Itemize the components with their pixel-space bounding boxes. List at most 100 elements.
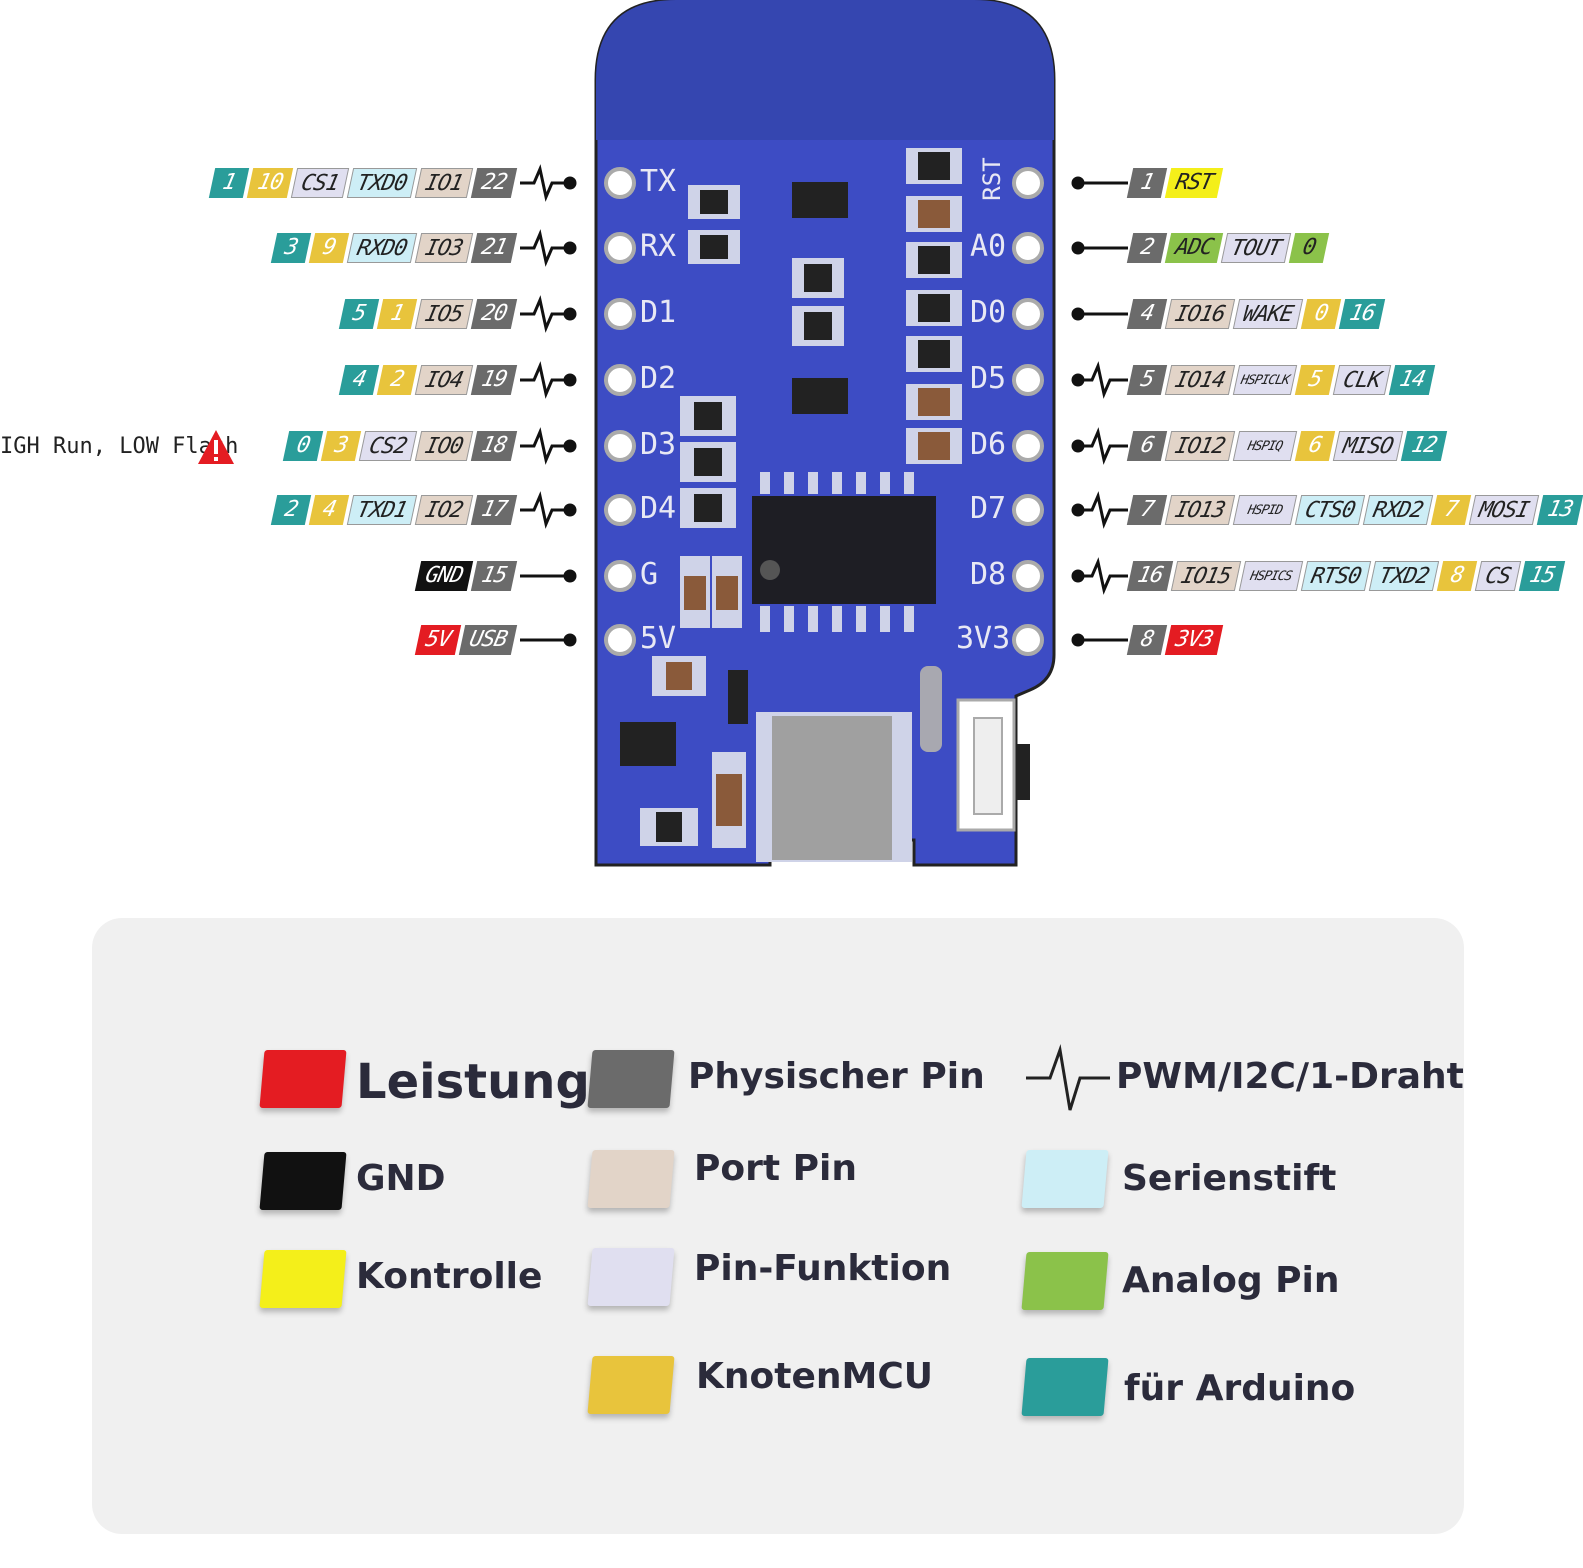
legend-panel bbox=[92, 918, 1464, 1534]
legend-swatch-pin-funktion bbox=[587, 1248, 675, 1306]
legend-swatch-kontrolle bbox=[259, 1250, 347, 1308]
pin-tag-right-4-5: 12 bbox=[1400, 431, 1448, 461]
pcb-label-rx: RX bbox=[640, 229, 677, 264]
pin-tag-right-5-7: 13 bbox=[1536, 495, 1583, 525]
legend-label-fuer-arduino: für Arduino bbox=[1124, 1368, 1356, 1409]
pin-tag-right-6-7: 15 bbox=[1518, 561, 1566, 591]
pin-tag-right-3-5: 14 bbox=[1388, 365, 1436, 395]
pin-tag-left-0-2: CS1 bbox=[290, 168, 350, 198]
pin-tag-left-5-2: TXD1 bbox=[346, 495, 418, 525]
pin-tag-right-0-1: RST bbox=[1164, 168, 1224, 198]
legend-label-gnd: GND bbox=[356, 1158, 446, 1199]
pcb-label-d5: D5 bbox=[970, 361, 1007, 396]
pcb-label-tx: TX bbox=[640, 164, 677, 199]
pin-tag-left-7-1: USB bbox=[458, 625, 518, 655]
pin-tag-left-0-1: 10 bbox=[246, 168, 294, 198]
legend-label-pin-funktion: Pin-Funktion bbox=[694, 1248, 952, 1289]
pin-tag-left-5-1: 4 bbox=[308, 495, 350, 525]
pin-tag-right-3-4: CLK bbox=[1332, 365, 1392, 395]
pin-connectors bbox=[520, 164, 1128, 647]
pin-tag-right-6-0: 16 bbox=[1126, 561, 1174, 591]
pin-tag-left-4-2: CS2 bbox=[358, 431, 418, 461]
pin-tag-left-0-3: TXD0 bbox=[346, 168, 418, 198]
legend-label-port-pin: Port Pin bbox=[694, 1148, 857, 1189]
pin-tag-right-0-0: 1 bbox=[1126, 168, 1168, 198]
pin-tag-right-2-4: 16 bbox=[1338, 299, 1386, 329]
legend-swatch-serienstift bbox=[1021, 1150, 1109, 1208]
pin-tag-right-1-0: 2 bbox=[1126, 233, 1168, 263]
pcb-label-d2: D2 bbox=[640, 361, 677, 396]
pin-tag-right-5-1: IO13 bbox=[1164, 495, 1236, 525]
warning-text: IGH Run, LOW Flash bbox=[0, 434, 239, 459]
pin-tag-right-5-0: 7 bbox=[1126, 495, 1168, 525]
pin-tag-right-2-1: IO16 bbox=[1164, 299, 1236, 329]
pin-holes-right bbox=[1012, 167, 1044, 656]
pin-tag-right-3-0: 5 bbox=[1126, 365, 1168, 395]
pin-tag-right-6-2: HSPICS bbox=[1238, 561, 1304, 591]
pin-tag-left-0-5: 22 bbox=[470, 168, 518, 198]
pin-tag-right-6-5: 8 bbox=[1436, 561, 1478, 591]
legend-swatch-gnd bbox=[259, 1152, 347, 1210]
legend-label-serienstift: Serienstift bbox=[1122, 1158, 1337, 1199]
pin-tag-left-4-3: IO0 bbox=[414, 431, 474, 461]
pin-tag-left-0-4: IO1 bbox=[414, 168, 474, 198]
pin-tag-right-5-6: MOSI bbox=[1468, 495, 1540, 525]
pin-tag-left-3-0: 4 bbox=[338, 365, 380, 395]
pcb-label-d3: D3 bbox=[640, 427, 677, 462]
pin-tag-right-7-1: 3V3 bbox=[1164, 625, 1224, 655]
pin-tag-right-6-3: RTS0 bbox=[1300, 561, 1372, 591]
pin-tag-left-5-0: 2 bbox=[270, 495, 312, 525]
pin-tag-left-3-2: IO4 bbox=[414, 365, 474, 395]
pcb-label-d8: D8 bbox=[970, 557, 1007, 592]
pin-tag-right-4-0: 6 bbox=[1126, 431, 1168, 461]
pin-tag-right-2-3: 0 bbox=[1300, 299, 1342, 329]
pcb-label-d7: D7 bbox=[970, 491, 1007, 526]
pcb-label-d0: D0 bbox=[970, 295, 1007, 330]
legend-label-analog-pin: Analog Pin bbox=[1122, 1260, 1340, 1301]
pin-tag-right-4-2: HSPIQ bbox=[1232, 431, 1298, 461]
pin-tag-left-2-2: IO5 bbox=[414, 299, 474, 329]
legend-swatch-fuer-arduino bbox=[1021, 1358, 1109, 1416]
pcb-label-d1: D1 bbox=[640, 295, 677, 330]
smd-components bbox=[620, 148, 1030, 862]
pin-tag-left-2-0: 5 bbox=[338, 299, 380, 329]
legend-label-leistung: Leistung bbox=[356, 1054, 590, 1110]
pin-tag-left-0-0: 1 bbox=[208, 168, 250, 198]
pin-tag-right-4-1: IO12 bbox=[1164, 431, 1236, 461]
pcb-label-5v: 5V bbox=[640, 621, 677, 656]
pin-tag-right-2-0: 4 bbox=[1126, 299, 1168, 329]
pin-tag-right-2-2: WAKE bbox=[1232, 299, 1304, 329]
pin-tag-left-1-3: IO3 bbox=[414, 233, 474, 263]
pin-tag-left-1-0: 3 bbox=[270, 233, 312, 263]
pcb-board bbox=[594, 0, 1056, 867]
pin-tag-left-6-1: 15 bbox=[470, 561, 518, 591]
pin-tag-right-1-1: ADC bbox=[1164, 233, 1224, 263]
pin-tag-left-1-1: 9 bbox=[308, 233, 350, 263]
legend-label-physischer-pin: Physischer Pin bbox=[688, 1056, 985, 1097]
pcb-label-3v3: 3V3 bbox=[956, 621, 1011, 656]
pin-tag-left-1-2: RXD0 bbox=[346, 233, 418, 263]
legend-swatch-leistung bbox=[259, 1050, 347, 1108]
pcb-label-d6: D6 bbox=[970, 427, 1007, 462]
legend-label-knotenmcu: KnotenMCU bbox=[696, 1356, 933, 1397]
pin-tag-left-3-1: 2 bbox=[376, 365, 418, 395]
pin-tag-right-3-3: 5 bbox=[1294, 365, 1336, 395]
pin-holes-left bbox=[604, 167, 636, 656]
pin-tag-left-5-4: 17 bbox=[470, 495, 518, 525]
pin-tag-right-4-3: 6 bbox=[1294, 431, 1336, 461]
legend-label-pwm: PWM/I2C/1-Draht bbox=[1116, 1056, 1464, 1097]
pin-tag-left-4-1: 3 bbox=[320, 431, 362, 461]
pin-tag-right-6-4: TXD2 bbox=[1368, 561, 1440, 591]
legend-swatch-physischer-pin bbox=[587, 1050, 675, 1108]
pin-tag-right-1-2: TOUT bbox=[1220, 233, 1292, 263]
pin-tag-left-1-4: 21 bbox=[470, 233, 518, 263]
pin-tag-right-5-3: CTS0 bbox=[1294, 495, 1366, 525]
pin-tag-right-7-0: 8 bbox=[1126, 625, 1168, 655]
pin-tag-left-4-0: 0 bbox=[282, 431, 324, 461]
pin-tag-left-3-3: 19 bbox=[470, 365, 518, 395]
pin-tag-right-4-4: MISO bbox=[1332, 431, 1404, 461]
pcb-label-g: G bbox=[640, 557, 659, 592]
legend-swatch-port-pin bbox=[587, 1150, 675, 1208]
warning-icon bbox=[198, 430, 234, 464]
pcb-label-d4: D4 bbox=[640, 491, 677, 526]
